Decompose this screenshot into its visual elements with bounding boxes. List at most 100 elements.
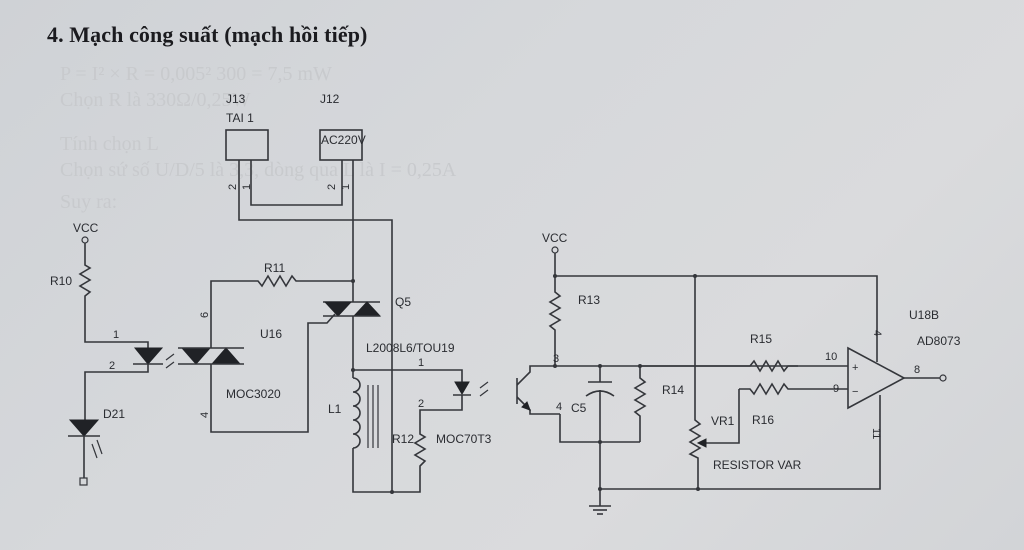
optocoupler-moc70t3-input: 1 2 R12 MOC70T3 <box>353 357 492 478</box>
u16-ref: U16 <box>260 327 282 341</box>
vr1-wiper-arrow <box>696 438 707 448</box>
moc-part: MOC70T3 <box>436 432 492 446</box>
r10-resistor <box>78 243 149 348</box>
wire-u16-pin6 <box>210 280 256 348</box>
ghost-line: Tính chọn L <box>60 133 159 155</box>
u18b-pin-4: 4 <box>871 330 883 336</box>
moc-pin-2: 2 <box>418 398 424 410</box>
u16-triac-down <box>180 347 212 365</box>
connector-j13: J13 TAI 1 2 1 <box>225 92 269 190</box>
u18b-part: AD8073 <box>917 334 961 348</box>
r14-resistor <box>633 366 647 442</box>
j12-value: AC220V <box>321 133 366 147</box>
q5-ref: Q5 <box>395 295 411 309</box>
resistor-r14: R14 <box>633 366 684 442</box>
vcc-terminal-left: VCC <box>73 221 99 244</box>
l1-label: L1 <box>328 402 342 416</box>
resistor-r13: R13 <box>548 276 600 368</box>
u16-part: MOC3020 <box>226 387 281 401</box>
vcc-left-label: VCC <box>73 221 99 235</box>
r13-resistor <box>548 276 562 366</box>
r14-label: R14 <box>662 383 684 397</box>
vr1-wiper-wire <box>704 389 740 444</box>
r12-resistor <box>413 418 427 478</box>
wire-ground-bus <box>600 430 881 490</box>
opamp-plus-sign: + <box>852 362 858 374</box>
moc-pin-3: 3 <box>553 353 559 365</box>
j13-pin-2: 2 <box>227 184 239 190</box>
ghost-line: P = I² × R = 0,005² 300 = 7,5 mW <box>60 63 332 85</box>
c5-label: C5 <box>571 401 587 415</box>
transistor-collector <box>516 365 555 386</box>
u18b-pin-9: 9 <box>833 383 839 395</box>
u16-pin-2: 2 <box>109 360 115 372</box>
d21-triangle <box>68 419 100 437</box>
r16-resistor <box>739 382 848 396</box>
d21-light-rays-icon <box>91 439 103 459</box>
resistor-r16: R16 9 <box>739 382 848 427</box>
u16-triac-up <box>210 347 242 365</box>
r12-label: R12 <box>392 432 414 446</box>
u16-pin-4: 4 <box>199 412 211 418</box>
emitter-arrow <box>521 401 531 411</box>
wire-emitter-bus <box>559 414 640 443</box>
moc-led-triangle <box>454 381 470 395</box>
q5-part: L2008L6/TOU19 <box>366 341 455 355</box>
r13-label: R13 <box>578 293 600 307</box>
r10-label: R10 <box>50 274 72 288</box>
output-terminal <box>939 374 947 382</box>
q5-triac-up <box>352 301 382 317</box>
phototransistor-moc70t3: 3 4 <box>516 353 562 415</box>
vr1-value: RESISTOR VAR <box>713 458 802 472</box>
resistor-r10: R10 1 <box>50 243 149 348</box>
r15-resistor <box>640 359 848 373</box>
u18b-pin-11: 11 <box>870 428 882 439</box>
wire-vcc-bus <box>555 275 878 330</box>
background-show-through-text: P = I² × R = 0,005² 300 = 7,5 mW Chọn R … <box>60 63 457 213</box>
u16-led: 2 <box>84 347 175 420</box>
u16-pin-1: 1 <box>113 329 119 341</box>
wire-led-d21 <box>84 364 149 420</box>
j12-ref: J12 <box>320 92 340 106</box>
d21-terminal <box>79 477 88 486</box>
moc-pin-4: 4 <box>556 401 562 413</box>
u16-led-triangle <box>133 347 164 365</box>
junction-dot <box>390 490 394 494</box>
j12-body <box>319 129 363 161</box>
r11-resistor <box>256 274 353 288</box>
r15-label: R15 <box>750 332 772 346</box>
resistor-r15: R15 10 <box>640 332 848 373</box>
transistor-emitter <box>516 396 560 415</box>
vcc-left-terminal <box>81 236 89 244</box>
ghost-line: Chọn sứ số U/D/5 là 3,3, dòng qua L là I… <box>60 159 457 181</box>
r16-label: R16 <box>752 413 774 427</box>
j13-ref: J13 <box>226 92 246 106</box>
d21-label: D21 <box>103 407 125 421</box>
section-title: 4. Mạch công suất (mạch hồi tiếp) <box>47 22 368 47</box>
u16-pin-6: 6 <box>199 312 211 318</box>
moc-pin-1: 1 <box>418 357 424 369</box>
j13-body <box>225 129 269 161</box>
q5-triac-down <box>323 301 353 317</box>
wire-u16-pin4-gate <box>210 313 336 433</box>
vcc-terminal-right: VCC <box>542 231 878 330</box>
ghost-line: Suy ra: <box>60 191 117 213</box>
diode-d21: D21 <box>68 407 125 486</box>
ground-symbol <box>589 489 611 515</box>
j13-value: TAI 1 <box>226 111 254 125</box>
triac-q5: Q5 L2008L6/TOU19 <box>323 281 455 370</box>
vcc-right-label: VCC <box>542 231 568 245</box>
moc-light-rays-icon <box>479 381 489 397</box>
wire-l1-bottom <box>352 448 421 493</box>
opamp-u18b: + − 4 11 8 U18B AD8073 <box>847 308 961 439</box>
vcc-right-terminal <box>551 246 559 254</box>
j12-pin-2: 2 <box>326 184 338 190</box>
opamp-triangle <box>847 346 906 410</box>
u18b-pin-10: 10 <box>825 351 837 363</box>
wire-moc-pin2 <box>419 395 463 418</box>
ghost-line: Chọn R là 330Ω/0,25W <box>60 89 251 111</box>
l1-coil <box>352 377 361 449</box>
light-rays-icon <box>165 353 175 369</box>
capacitor-c5: C5 <box>571 366 615 491</box>
